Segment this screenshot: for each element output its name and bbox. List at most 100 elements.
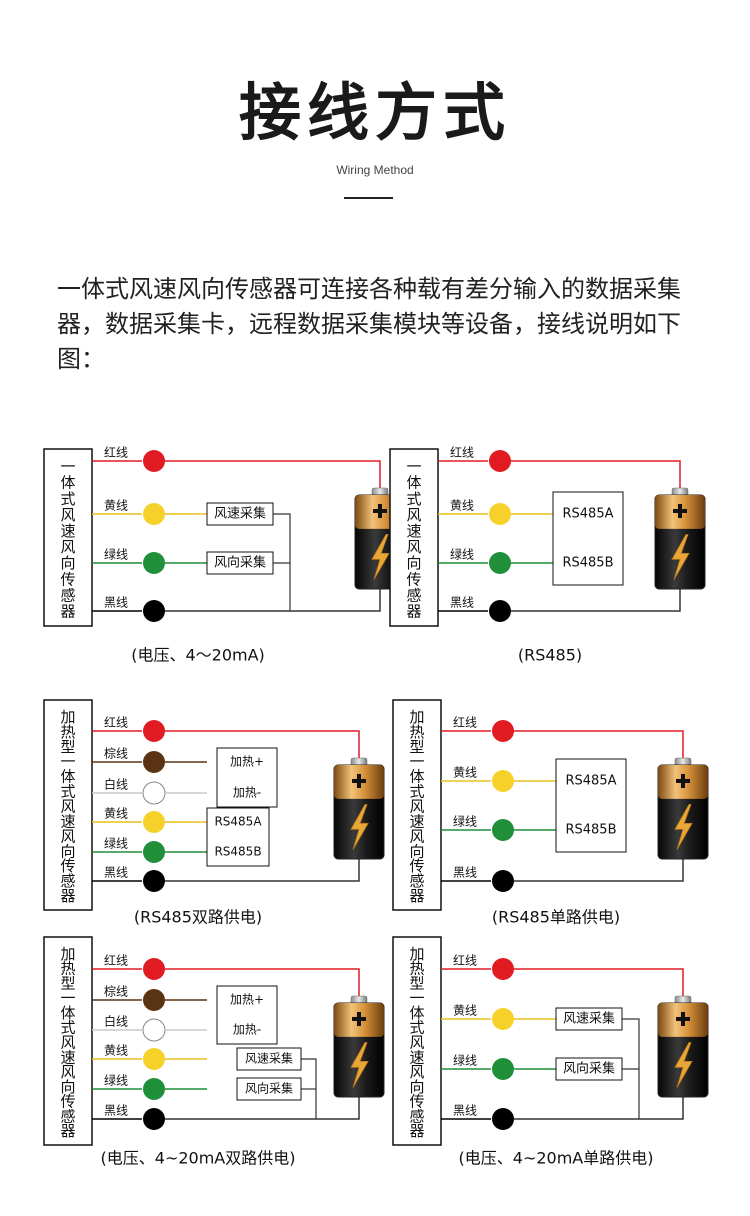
wire-black: 黑线 bbox=[438, 589, 681, 622]
page-subtitle: Wiring Method bbox=[336, 163, 414, 177]
plus-sign bbox=[378, 503, 382, 518]
sensor-char: 式 bbox=[60, 490, 75, 508]
wire-label: 白线 bbox=[104, 1014, 128, 1029]
sensor-char: 一 bbox=[60, 753, 75, 771]
wire-label: 黄线 bbox=[450, 499, 474, 513]
sensor-char: 体 bbox=[60, 474, 75, 492]
sensor-char: 感 bbox=[60, 586, 75, 604]
sensor-char: 式 bbox=[60, 783, 75, 801]
wire-label: 绿线 bbox=[453, 814, 477, 829]
sensor-char: 速 bbox=[60, 1048, 75, 1066]
wire-black: 黑线 bbox=[441, 859, 684, 892]
sensor-char: 一 bbox=[60, 989, 75, 1007]
sensor-char: 风 bbox=[60, 538, 75, 556]
sensor-char: 向 bbox=[60, 554, 75, 572]
wire-red: 红线 bbox=[438, 445, 681, 488]
wire-green: 绿线 bbox=[441, 1053, 556, 1080]
box-label: 加热- bbox=[233, 1023, 261, 1037]
sensor-box bbox=[43, 936, 93, 1146]
sensor-char: 热 bbox=[409, 723, 424, 741]
plus-sign bbox=[681, 773, 685, 788]
sensor-char: 向 bbox=[406, 554, 421, 572]
sensor-char: 速 bbox=[409, 1048, 424, 1066]
sensor-char: 器 bbox=[60, 887, 75, 905]
wire-white: 白线 bbox=[92, 1014, 207, 1042]
box-label: 加热- bbox=[233, 786, 261, 800]
terminal-dot bbox=[492, 770, 514, 792]
wire-label: 黑线 bbox=[450, 596, 474, 610]
page-title: 接线方式 bbox=[238, 76, 511, 149]
wire-brown: 棕线 bbox=[92, 746, 207, 773]
wire-red: 红线 bbox=[92, 953, 360, 996]
sensor-char: 体 bbox=[60, 1004, 75, 1022]
sensor-char: 式 bbox=[409, 1019, 424, 1037]
wire-line bbox=[165, 968, 360, 996]
diagram-4: 加热型一体式风速风向传感器红线黄线绿线黑线RS485ARS485B(RS485单… bbox=[392, 699, 709, 927]
diagram-caption: (电压、4~20mA双路供电) bbox=[101, 1149, 296, 1168]
wire-line bbox=[165, 730, 360, 758]
sensor-char: 热 bbox=[60, 723, 75, 741]
sensor-char: 型 bbox=[60, 974, 75, 992]
wire-green: 绿线 bbox=[438, 547, 553, 574]
box-label: 风向采集 bbox=[563, 1061, 615, 1077]
sensor-char: 体 bbox=[409, 768, 424, 786]
wire-label: 黄线 bbox=[104, 499, 128, 513]
wire-line bbox=[514, 730, 684, 758]
sensor-char: 风 bbox=[409, 1034, 424, 1052]
plus-sign bbox=[357, 1011, 361, 1026]
sensor-char: 风 bbox=[406, 506, 421, 524]
sensor-box bbox=[43, 448, 93, 627]
sensor-char: 感 bbox=[406, 586, 421, 604]
terminal-dot bbox=[492, 1058, 514, 1080]
sensor-char: 加 bbox=[409, 945, 424, 963]
sensor-char: 加 bbox=[60, 708, 75, 726]
wire-label: 黑线 bbox=[104, 596, 128, 610]
wire-red: 红线 bbox=[441, 715, 684, 758]
sensor-char: 一 bbox=[409, 753, 424, 771]
terminal-dot bbox=[143, 1078, 165, 1100]
diagram-caption: (RS485双路供电) bbox=[134, 908, 262, 927]
sensor-char: 式 bbox=[60, 1019, 75, 1037]
sensor-char: 一 bbox=[406, 458, 421, 476]
terminal-dot bbox=[143, 450, 165, 472]
sensor-char: 器 bbox=[409, 887, 424, 905]
sensor-char: 器 bbox=[60, 1122, 75, 1140]
terminal-dot bbox=[489, 552, 511, 574]
diagram-5: 加热型一体式风速风向传感器红线棕线白线黄线绿线黑线加热+加热-风速采集风向采集(… bbox=[43, 936, 385, 1168]
sensor-char: 风 bbox=[409, 1063, 424, 1081]
heater-box bbox=[216, 747, 278, 808]
sensor-char: 式 bbox=[409, 783, 424, 801]
sensor-char: 向 bbox=[409, 1078, 424, 1096]
wire-label: 黄线 bbox=[453, 1004, 477, 1018]
sensor-char: 速 bbox=[406, 522, 421, 540]
box-label: 风速采集 bbox=[563, 1011, 615, 1027]
sensor-char: 向 bbox=[60, 1078, 75, 1096]
sensor-char: 感 bbox=[60, 1107, 75, 1125]
return-line bbox=[301, 1058, 317, 1119]
terminal-dot bbox=[143, 841, 165, 863]
terminal-dot bbox=[492, 819, 514, 841]
diagram-caption: (RS485单路供电) bbox=[492, 908, 620, 927]
sensor-char: 风 bbox=[60, 1034, 75, 1052]
terminal-dot bbox=[143, 552, 165, 574]
sensor-char: 传 bbox=[60, 1093, 75, 1111]
sensor-box bbox=[389, 448, 439, 627]
plus-sign bbox=[681, 1011, 685, 1026]
wire-label: 黑线 bbox=[104, 1104, 128, 1118]
wire-label: 黑线 bbox=[453, 1104, 477, 1118]
box-label: 加热+ bbox=[230, 993, 264, 1007]
wire-label: 红线 bbox=[104, 715, 128, 730]
terminal-dot bbox=[489, 450, 511, 472]
wire-label: 黄线 bbox=[104, 1044, 128, 1058]
wire-yellow: 黄线 bbox=[438, 499, 553, 525]
sensor-char: 器 bbox=[60, 602, 75, 620]
wire-line bbox=[511, 589, 681, 612]
box-label: RS485B bbox=[214, 845, 261, 859]
sensor-char: 加 bbox=[60, 945, 75, 963]
wire-label: 白线 bbox=[104, 777, 128, 792]
sensor-char: 风 bbox=[60, 1063, 75, 1081]
sensor-char: 风 bbox=[60, 506, 75, 524]
terminal-dot bbox=[143, 1108, 165, 1130]
wire-label: 红线 bbox=[104, 953, 128, 968]
